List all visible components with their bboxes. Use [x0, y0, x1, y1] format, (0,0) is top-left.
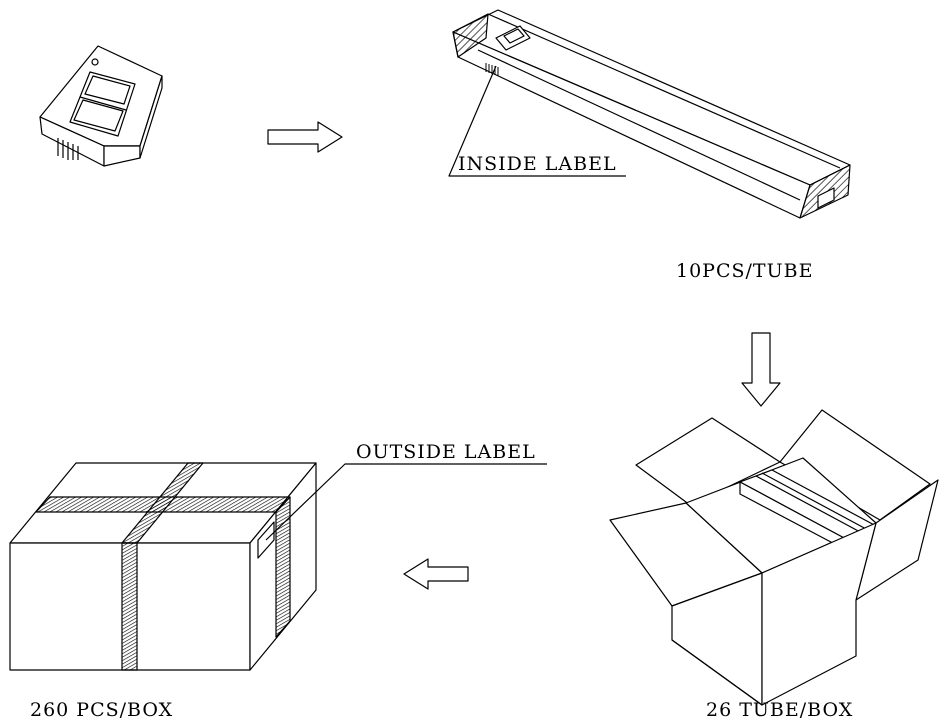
- arrow-left-icon: [404, 559, 468, 589]
- tube: [453, 10, 850, 218]
- led-display-component: [40, 46, 162, 166]
- tubes-per-box-text: 26 TUBE/BOX: [706, 699, 854, 721]
- open-carton: [610, 410, 938, 705]
- outside-label-text: OUTSIDE LABEL: [356, 441, 536, 463]
- box-quantity-text: 260 PCS/BOX: [30, 699, 174, 721]
- sealed-box: [10, 463, 547, 670]
- arrow-right-icon: [268, 122, 342, 152]
- inside-label-text: INSIDE LABEL: [458, 153, 617, 175]
- arrow-down-icon: [742, 333, 780, 406]
- inside-label-leader: [449, 66, 626, 176]
- tube-quantity-text: 10PCS/TUBE: [676, 260, 814, 282]
